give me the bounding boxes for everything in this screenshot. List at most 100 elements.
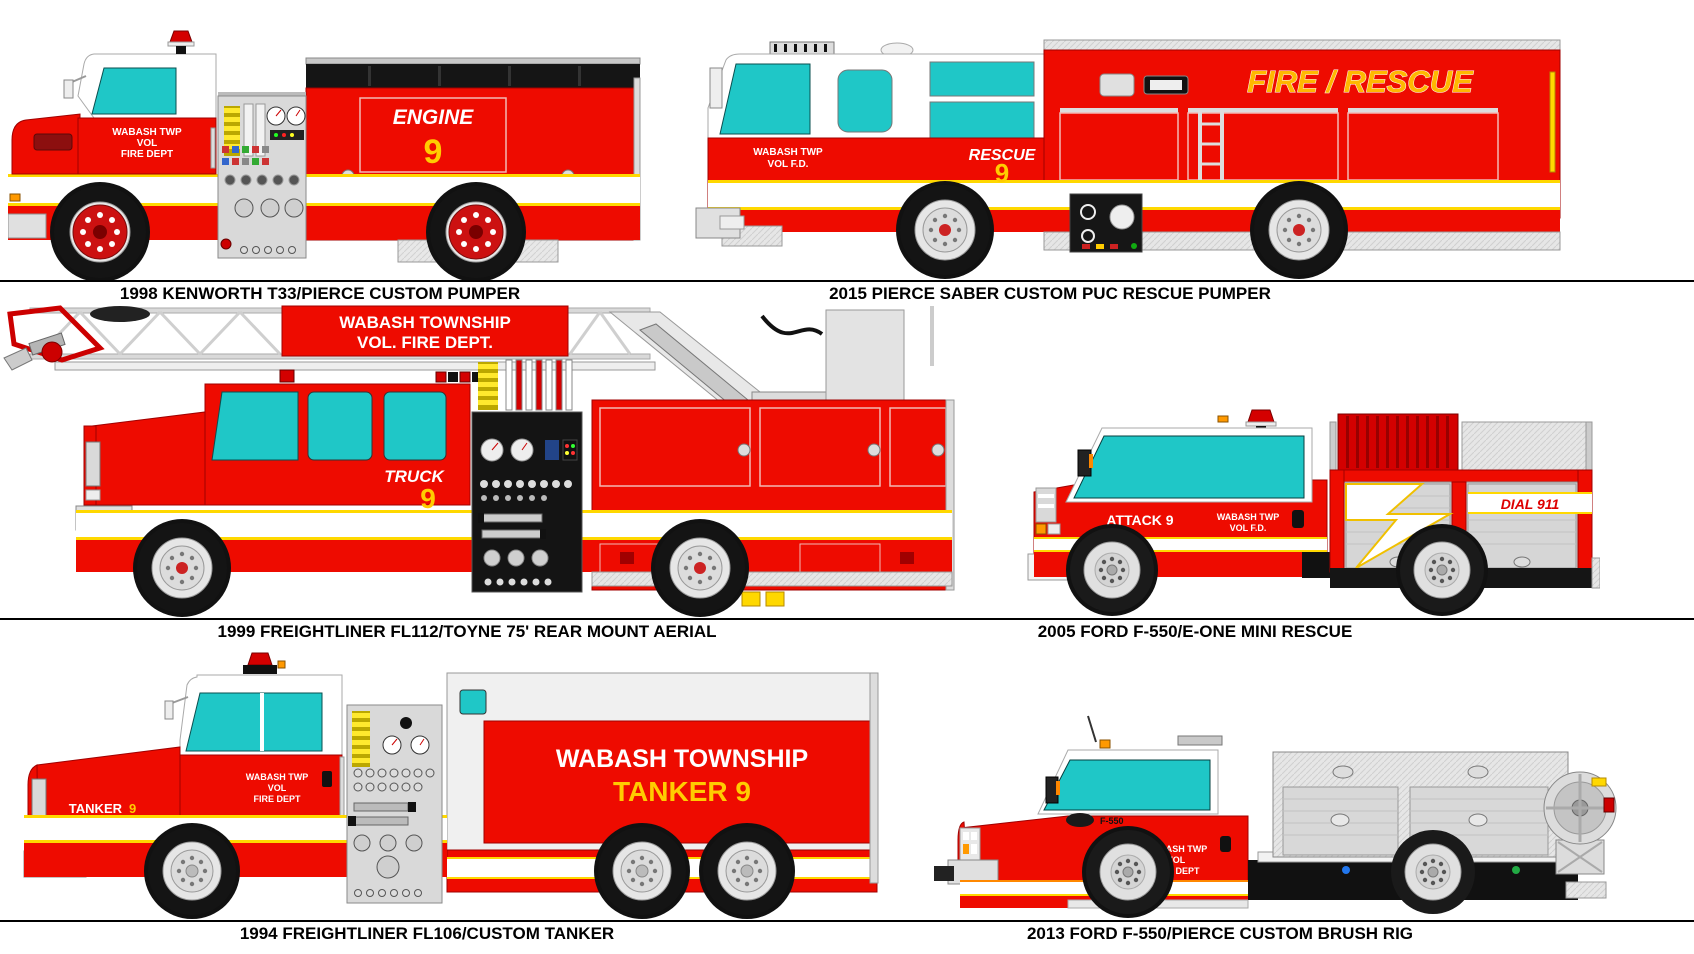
svg-text:VOL: VOL	[268, 783, 287, 793]
pump-panel	[346, 704, 443, 904]
cab	[75, 383, 471, 531]
door-handle	[1292, 510, 1304, 528]
svg-text:WABASH TOWNSHIP: WABASH TOWNSHIP	[339, 313, 511, 332]
engine-unit-name: ENGINE	[393, 106, 475, 129]
rear-handrail	[1549, 71, 1556, 173]
svg-text:FIRE DEPT: FIRE DEPT	[121, 149, 173, 160]
caption-truck9: 1999 FREIGHTLINER FL112/TOYNE 75' REAR M…	[217, 622, 717, 641]
front-wheel	[147, 826, 237, 916]
beacon-light	[243, 652, 286, 674]
hose-reel	[1543, 771, 1617, 875]
rescue-body: DIAL 911	[1329, 413, 1600, 589]
svg-text:WABASH TWP: WABASH TWP	[753, 147, 823, 158]
hood-lettering: TANKER 9	[69, 801, 136, 816]
brush-rig-illustration: F-550 WABASH TWP VOL FIRE DEPT	[934, 715, 1617, 918]
rear-wheel	[597, 826, 687, 916]
crew-window-lower	[929, 101, 1035, 141]
lightning-bolt-graphic	[1345, 483, 1454, 569]
beacon-light	[167, 30, 195, 54]
roof-equipment	[1087, 715, 1223, 749]
dial-911-lettering: DIAL 911	[1501, 496, 1560, 512]
row-divider	[0, 920, 1694, 922]
caption-tanker9: 1994 FREIGHTLINER FL106/CUSTOM TANKER	[239, 924, 615, 943]
headlight	[85, 489, 101, 501]
svg-text:VOL F.D.: VOL F.D.	[768, 159, 809, 170]
front-wheel	[136, 522, 228, 614]
equipment-rack	[478, 359, 573, 411]
svg-text:VOL: VOL	[137, 138, 158, 149]
turn-signal	[1035, 523, 1047, 535]
hose-bed	[305, 57, 641, 88]
rear-wheel	[1253, 184, 1345, 276]
row-divider	[0, 618, 1694, 620]
engine-unit-number: 9	[424, 133, 443, 171]
tank-lettering-2: TANKER 9	[613, 776, 751, 807]
caption-brush9: 2013 FORD F-550/PIERCE CUSTOM BRUSH RIG	[1026, 924, 1414, 943]
svg-text:WABASH TWP: WABASH TWP	[1145, 844, 1208, 854]
svg-text:VOL. FIRE DEPT.: VOL. FIRE DEPT.	[357, 333, 493, 352]
cab-window	[185, 692, 323, 752]
rear-wheel	[429, 185, 523, 279]
roof-lights	[279, 369, 495, 383]
headlight	[1047, 523, 1061, 535]
door-lettering: WABASH TWP VOL F.D.	[1217, 512, 1280, 533]
svg-text:VOL F.D.: VOL F.D.	[1230, 523, 1267, 533]
caption-attack9: 2005 FORD F-550/E-ONE MINI RESCUE	[1037, 622, 1353, 641]
cab-window	[1043, 759, 1211, 811]
door-window	[307, 391, 373, 461]
hood-lettering: ATTACK 9	[1106, 512, 1173, 528]
rescue-9-illustration: FIRE / RESCUE WABASH TWP VOL F.D. RESCUE…	[695, 39, 1561, 279]
grille	[85, 441, 101, 487]
svg-text:TANKER: TANKER	[69, 801, 123, 816]
door-handle	[1220, 836, 1231, 852]
mirror	[63, 79, 74, 99]
air-intake	[1066, 813, 1094, 827]
wheel-chock	[765, 591, 785, 607]
ladder-banner: WABASH TOWNSHIP VOL. FIRE DEPT.	[281, 305, 569, 357]
diamond-plate-top	[1461, 421, 1587, 471]
pump-panel	[471, 411, 583, 593]
svg-text:WABASH TWP: WABASH TWP	[246, 772, 309, 782]
body-banner-lettering: FIRE / RESCUE	[1247, 64, 1474, 99]
crew-window-upper	[929, 61, 1035, 97]
door-lettering: WABASH TWP VOL F.D.	[753, 147, 823, 170]
row-divider	[0, 280, 1694, 282]
hood-badge: F-550	[1100, 816, 1124, 826]
tank-banner	[483, 720, 878, 844]
front-wheel	[53, 185, 147, 279]
front-grille-plate	[719, 215, 745, 230]
winch	[934, 866, 954, 881]
svg-text:FIRE DEPT: FIRE DEPT	[1152, 866, 1200, 876]
hood	[8, 113, 81, 239]
body-top-rail	[1043, 39, 1561, 51]
cab	[63, 53, 217, 175]
tanker-9-illustration: TANKER 9 WABASH TWP VOL FIRE DEPT WABASH…	[23, 652, 879, 919]
rear-wheel	[654, 522, 746, 614]
caption-rescue9: 2015 PIERCE SABER CUSTOM PUC RESCUE PUMP…	[829, 284, 1271, 303]
svg-text:VOL: VOL	[1167, 855, 1186, 865]
cab-window	[1073, 435, 1305, 499]
rear-wheel	[1390, 829, 1476, 915]
svg-text:WABASH TWP: WABASH TWP	[1217, 512, 1280, 522]
hood	[91, 411, 206, 506]
mirror	[709, 67, 723, 109]
svg-text:9: 9	[129, 801, 136, 816]
hose-storage	[1337, 413, 1459, 471]
svg-text:WABASH TWP: WABASH TWP	[112, 127, 182, 138]
front-wheel	[1085, 829, 1171, 915]
truck-unit-name: TRUCK	[384, 467, 445, 486]
rear-wheel	[702, 826, 792, 916]
front-wheel	[899, 184, 991, 276]
windshield	[719, 63, 811, 135]
tank-window	[459, 689, 487, 715]
cab-window	[91, 67, 177, 115]
door-handle	[322, 771, 332, 787]
mirror	[164, 700, 174, 720]
ladder-tip-equipment	[3, 305, 150, 371]
door-lettering: WABASH TWP VOL FIRE DEPT	[1145, 844, 1208, 876]
body-stripe	[1468, 492, 1592, 514]
door-lettering: WABASH TWP VOL FIRE DEPT	[112, 127, 182, 160]
windshield	[211, 391, 299, 461]
door-window	[837, 69, 893, 133]
